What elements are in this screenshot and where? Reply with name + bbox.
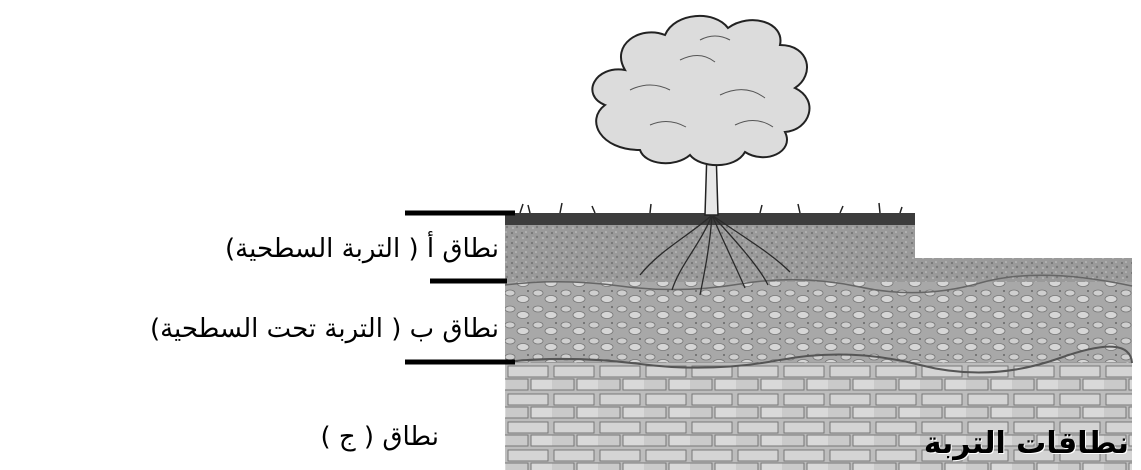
tree	[591, 15, 811, 216]
boundary-subsoil	[504, 274, 1133, 294]
soil-block	[504, 213, 1133, 470]
grass-tufts	[519, 202, 903, 214]
tree-crown	[591, 15, 811, 167]
bedrock-layer	[505, 362, 1132, 470]
diagram-caption: نطاقات التربة	[923, 426, 1129, 461]
tree-roots	[639, 214, 791, 296]
subsoil-layer	[505, 282, 1132, 362]
zone-b-label: نطاق ب ( التربة تحت السطحية)	[149, 314, 499, 344]
boundary-bedrock	[504, 345, 1133, 374]
zone-a-label: نطاق أ ( التربة السطحية)	[225, 234, 499, 264]
zone-markers	[405, 210, 515, 365]
zone-c-label: نطاق ( ج )	[320, 422, 439, 452]
topsoil-layer	[505, 215, 1132, 282]
